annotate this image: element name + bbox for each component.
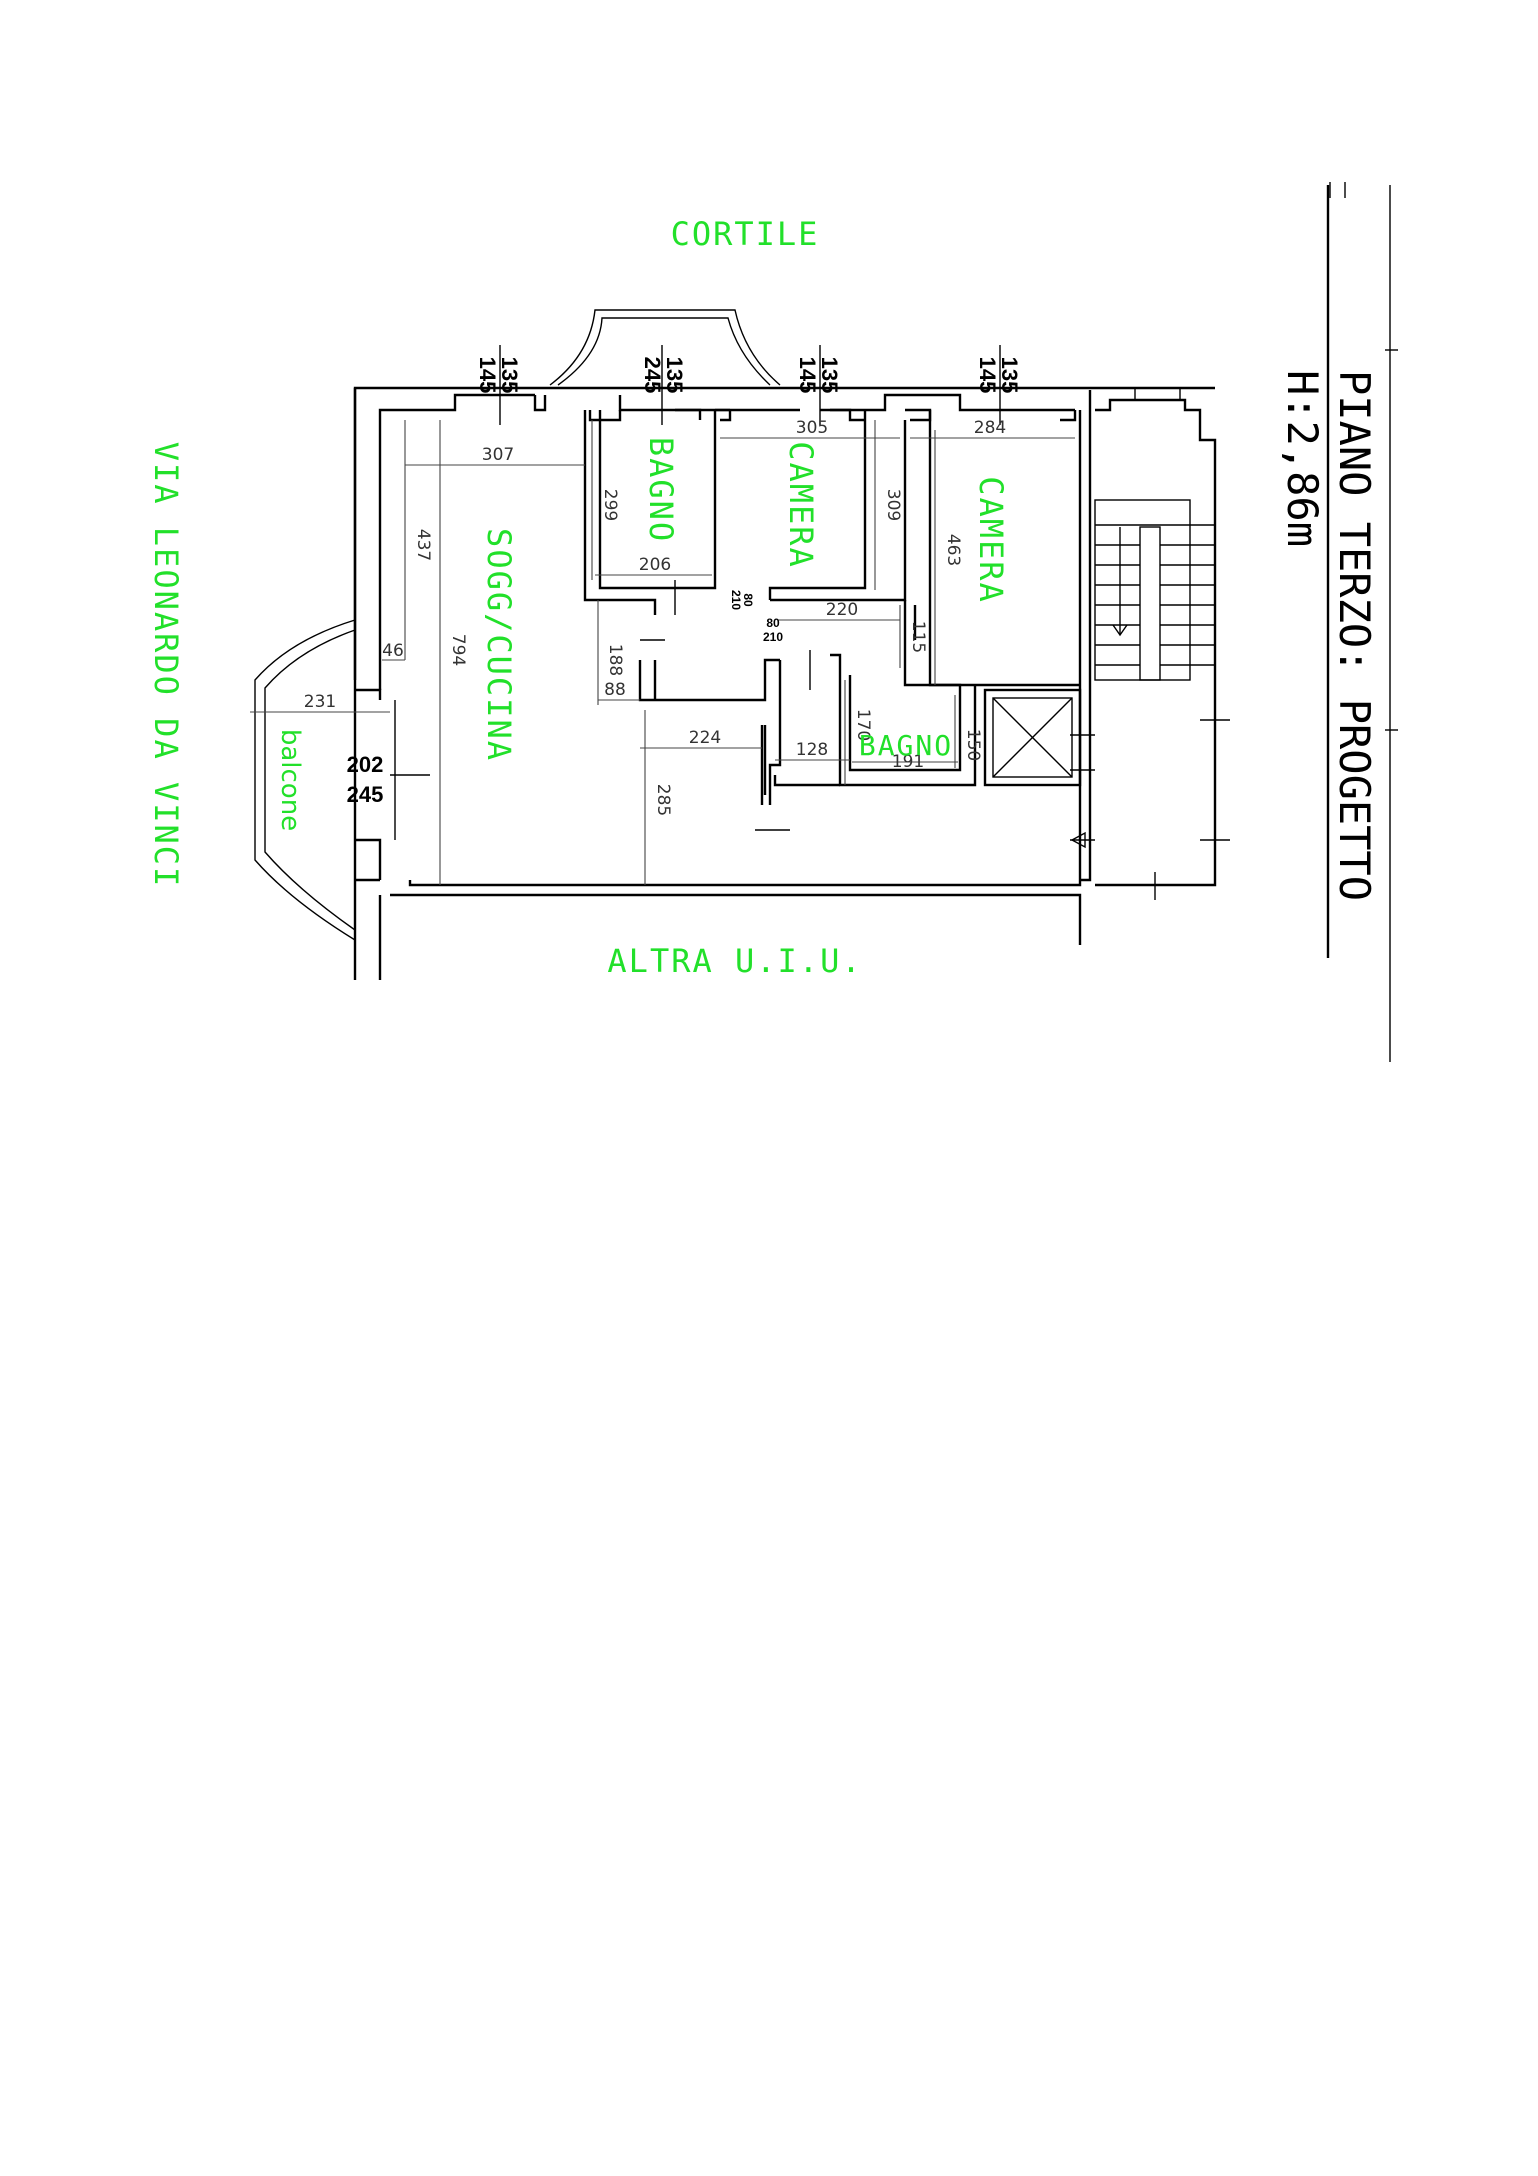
room-label-bedroom-1: CAMERA	[782, 441, 820, 569]
window-1-top: 135	[497, 357, 522, 394]
window-4-top: 135	[997, 357, 1022, 394]
dim-437: 437	[413, 529, 433, 561]
dim-299: 299	[600, 489, 620, 521]
door-1-top: 80	[741, 593, 755, 607]
room-label-living-kitchen: SOGG/CUCINA	[480, 528, 518, 762]
courtyard-label: CORTILE	[671, 215, 820, 253]
window-2-top: 135	[662, 357, 687, 394]
dim-220: 220	[826, 600, 858, 620]
dim-188: 188	[605, 644, 625, 676]
dim-46: 46	[382, 641, 404, 661]
door-2-bottom: 210	[763, 630, 783, 644]
door-1-bottom: 210	[729, 590, 743, 610]
window-4-bottom: 145	[975, 357, 1000, 394]
dim-224: 224	[689, 728, 721, 748]
dimension-lines	[250, 420, 1075, 885]
dim-88: 88	[604, 680, 626, 700]
bay-window-top	[549, 309, 781, 386]
room-label-bathroom-2: BAGNO	[859, 729, 953, 762]
stairwell	[1070, 387, 1230, 900]
dim-305: 305	[796, 418, 828, 438]
room-label-bedroom-2: CAMERA	[972, 476, 1010, 604]
door-2-top: 80	[766, 616, 780, 630]
title-frame	[1326, 182, 1398, 1062]
dim-307: 307	[482, 445, 514, 465]
outer-walls	[353, 386, 1215, 980]
window-1-bottom: 145	[475, 357, 500, 394]
dim-115: 115	[908, 621, 928, 653]
dim-191: 191	[892, 752, 924, 772]
balcony-window-bottom: 245	[347, 782, 384, 807]
title-group: PIANO TERZO: PROGETTO H:2,86m	[1278, 370, 1379, 901]
dim-206: 206	[639, 555, 671, 575]
room-label-bathroom-1: BAGNO	[642, 437, 680, 543]
dim-284: 284	[974, 418, 1006, 438]
street-label: VIA LEONARDO DA VINCI	[147, 442, 185, 889]
other-unit-label: ALTRA U.I.U.	[607, 942, 862, 980]
bay-window-balcony	[254, 619, 356, 941]
dim-170: 170	[853, 709, 873, 741]
balcony-label: balcone	[275, 729, 305, 831]
partitions	[583, 408, 1080, 831]
dim-231: 231	[304, 692, 336, 712]
height-label: H:2,86m	[1278, 370, 1327, 547]
dim-309: 309	[883, 489, 903, 521]
window-2-bottom: 245	[640, 357, 665, 394]
balcony-window-top: 202	[347, 752, 384, 777]
dim-150: 150	[963, 729, 983, 761]
window-3-top: 135	[817, 357, 842, 394]
dim-285: 285	[653, 784, 673, 816]
plan-title: PIANO TERZO: PROGETTO	[1330, 370, 1379, 901]
elevator	[983, 688, 1082, 787]
dim-794: 794	[448, 634, 468, 666]
window-marks	[390, 345, 1001, 776]
window-3-bottom: 145	[795, 357, 820, 394]
dim-128: 128	[796, 740, 828, 760]
dim-463: 463	[943, 534, 963, 566]
